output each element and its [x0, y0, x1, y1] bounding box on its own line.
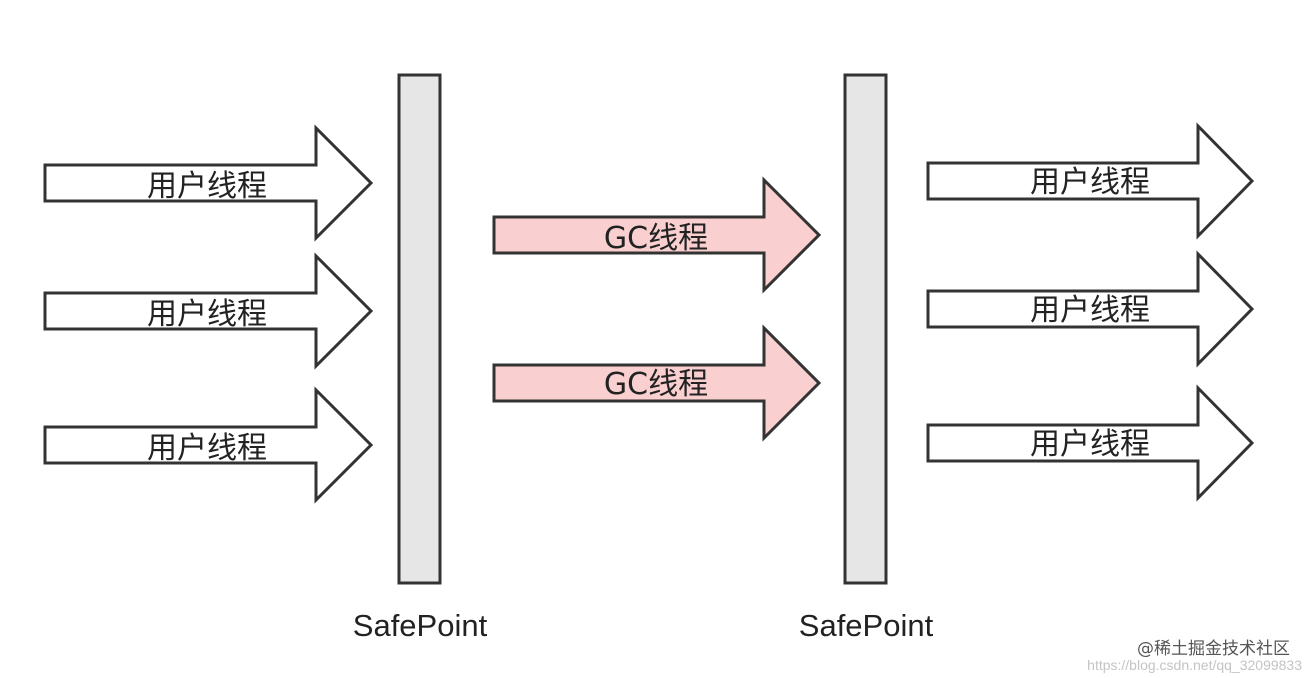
- user-thread-label-right-2: 用户线程: [1030, 293, 1150, 328]
- gc-thread-label-1: GC线程: [604, 221, 708, 256]
- user-thread-arrow-right-1: [926, 122, 1255, 240]
- watermark-url: https://blog.csdn.net/qq_32099833: [1087, 657, 1302, 673]
- user-thread-label-left-3: 用户线程: [147, 431, 267, 466]
- user-thread-arrow-left-2: [43, 252, 374, 370]
- user-thread-label-right-3: 用户线程: [1030, 427, 1150, 462]
- safepoint-label-1: SafePoint: [353, 608, 488, 643]
- user-thread-arrow-left-3: [43, 386, 374, 504]
- user-thread-label-left-2: 用户线程: [147, 297, 267, 332]
- safepoint-label-2: SafePoint: [799, 608, 934, 643]
- user-thread-arrow-left-1: [43, 124, 374, 242]
- gc-thread-arrow-2: [492, 324, 822, 442]
- gc-thread-arrow-1: [492, 176, 822, 294]
- watermark-label: @稀土掘金技术社区: [1137, 639, 1290, 659]
- gc-thread-label-2: GC线程: [604, 367, 708, 402]
- user-thread-arrow-right-2: [926, 250, 1255, 368]
- user-thread-label-right-1: 用户线程: [1030, 165, 1150, 200]
- safepoint-bar-2: [843, 73, 888, 585]
- user-thread-arrow-right-3: [926, 384, 1255, 502]
- user-thread-label-left-1: 用户线程: [147, 169, 267, 204]
- safepoint-bar-1: [397, 73, 442, 585]
